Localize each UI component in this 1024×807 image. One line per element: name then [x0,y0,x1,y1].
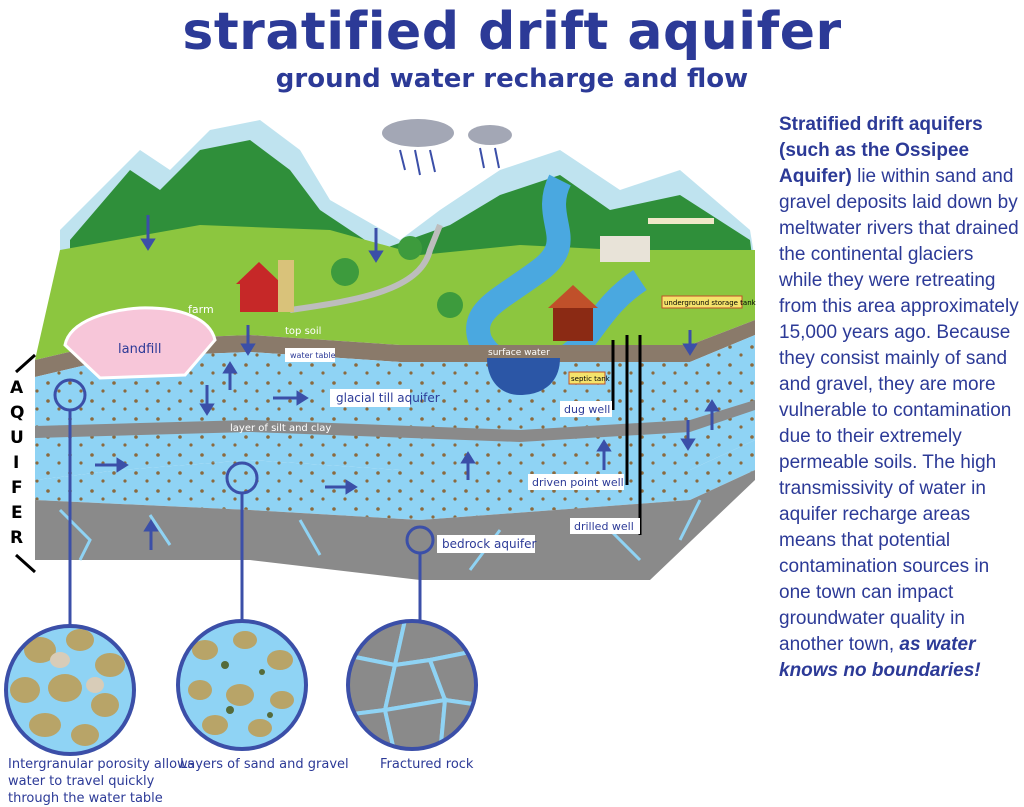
caption-fractured-rock: Fractured rock [380,757,474,772]
cloud [382,119,454,147]
drilled-well-box [570,518,640,534]
surface-water-label: surface water [488,348,550,358]
cloud [468,125,512,145]
description-body: lie within sand and gravel deposits laid… [779,166,1019,655]
house [553,305,593,341]
storage-tank-label: underground storage tank [664,299,757,307]
tree [331,258,359,286]
description-ending: as water knows no boundaries! [779,634,981,681]
tree [398,236,422,260]
driven-point-box [528,474,624,490]
silt-clay-label: layer of silt and clay [230,423,331,434]
drilled-well-label: drilled well [574,520,634,533]
flow-arrows [95,215,720,550]
landfill-label: landfill [118,342,161,357]
top-soil [35,320,755,377]
wells [611,335,642,535]
aquifer-letter: R [10,528,23,548]
glacial-till-box [330,389,410,407]
dug-well-box [560,401,612,417]
bedrock-aquifer-label: bedrock aquifer [442,537,537,551]
caption-sand-gravel: Layers of sand and gravel [180,757,349,772]
bedrock-aquifer-box [437,535,535,553]
page-title: stratified drift aquifer [182,2,842,62]
bedrock [35,470,755,580]
aquifer-letter: Q [10,403,24,423]
page-subtitle: ground water recharge and flow [275,64,749,94]
aquifer-bracket [14,353,37,574]
septic-tank-box [568,371,606,385]
septic-tank-label: septic tank [571,375,611,383]
storage-tank-box [661,295,743,309]
dug-well-label: dug well [564,403,610,416]
driven-point-label: driven point well [532,476,624,489]
road [289,223,443,313]
glacial-till-label: glacial till aquifer [336,391,440,405]
gas-station [600,236,650,262]
aquifer-letter: F [11,478,23,498]
farm-label: farm [188,303,214,316]
silo [278,260,294,312]
water-table-box [285,348,335,362]
water-table-label: water table [290,351,336,360]
rain [399,147,500,176]
aquifer-letter: U [10,428,24,448]
aquifer-letter: A [10,378,24,398]
caption-intergranular: Intergranular porosity allows water to t… [8,757,195,806]
description-text: Stratified drift aquifers (such as the O… [779,112,1021,684]
detail-fractured-rock [348,621,476,749]
detail-sand-gravel [178,621,306,749]
barn [240,280,278,312]
aquifer-letter: E [11,503,23,523]
surface-water [487,358,560,395]
aquifer-diagram: farm landfill top soil water table surfa… [4,119,757,756]
aquifer-letter: I [13,453,19,473]
landfill [63,306,217,380]
description-intro: Stratified drift aquifers (such as the O… [779,114,983,187]
top-soil-label: top soil [285,326,321,337]
silt-clay-layer [35,400,755,442]
detail-intergranular [6,626,134,754]
tree [437,292,463,318]
